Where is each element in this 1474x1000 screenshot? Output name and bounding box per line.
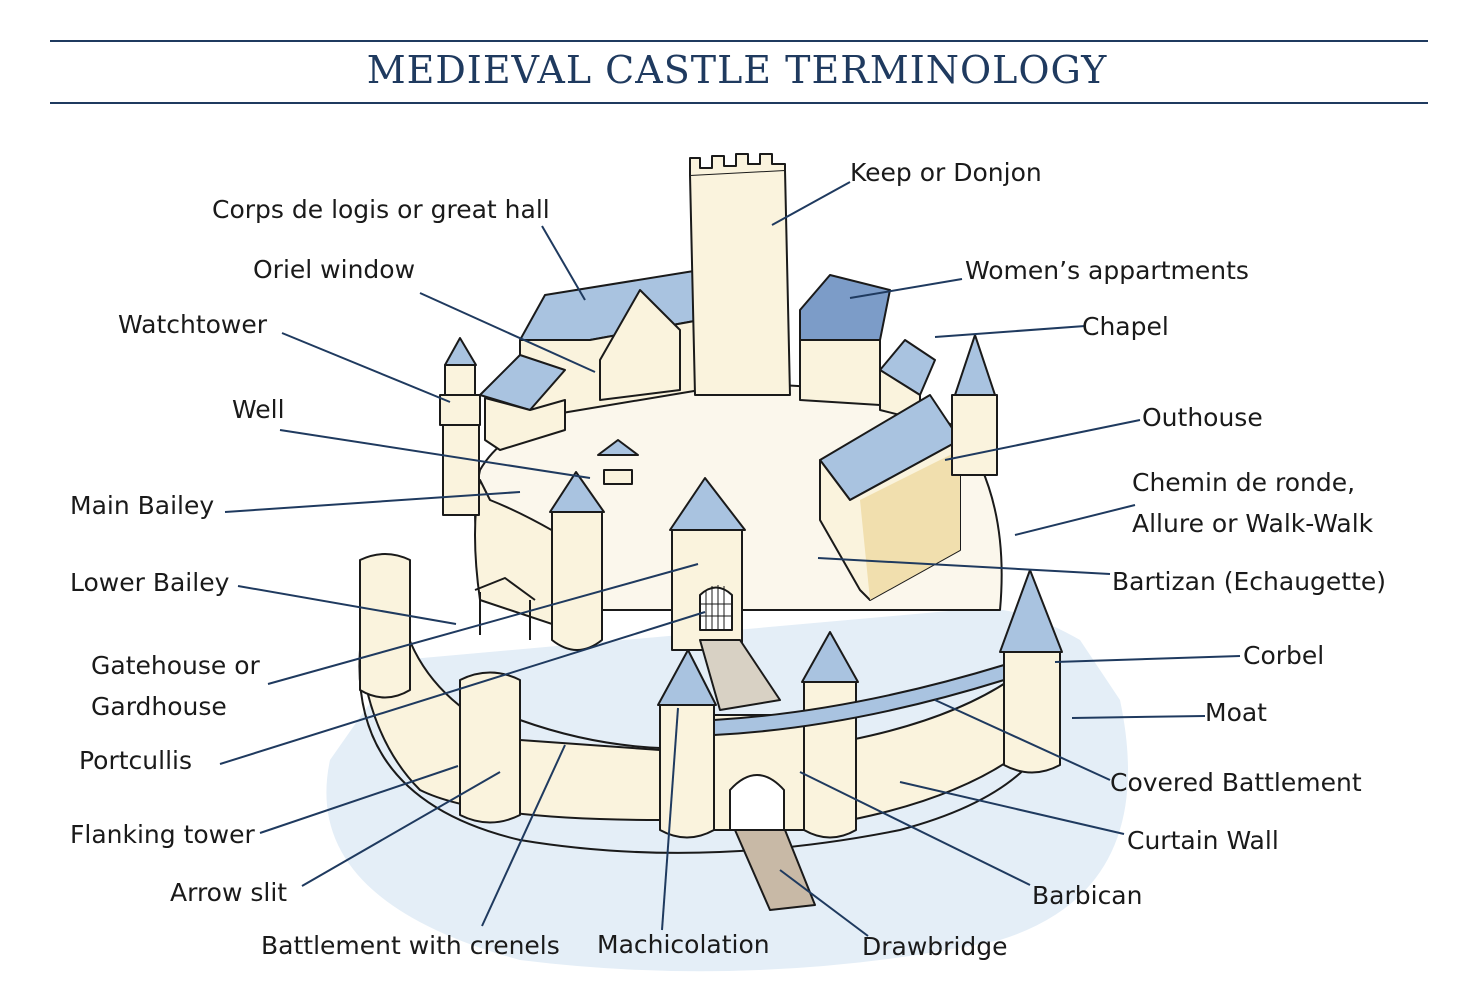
page-title: MEDIEVAL CASTLE TERMINOLOGY xyxy=(366,48,1108,92)
keep-crenels xyxy=(689,153,786,175)
label-well: Well xyxy=(232,395,285,424)
label-gatehouse-line-1: Gatehouse or xyxy=(91,651,260,680)
label-covered-battlement: Covered Battlement xyxy=(1110,768,1362,797)
keep-tower xyxy=(689,169,791,396)
label-watchtower: Watchtower xyxy=(118,310,268,339)
well-base xyxy=(603,469,633,485)
oriel-gable xyxy=(599,289,681,401)
label-lower-bailey: Lower Bailey xyxy=(70,568,230,597)
womens-roof xyxy=(799,274,891,341)
label-chemin-line-1: Chemin de ronde, xyxy=(1132,468,1356,497)
barbican-gate xyxy=(729,774,785,831)
label-womens-appartments: Women’s appartments xyxy=(965,256,1249,285)
label-battlement-with-crenels: Battlement with crenels xyxy=(261,931,560,960)
label-drawbridge: Drawbridge xyxy=(862,932,1008,961)
label-corbel: Corbel xyxy=(1243,641,1325,670)
label-curtain-wall: Curtain Wall xyxy=(1127,826,1279,855)
label-gatehouse-line-2: Gardhouse xyxy=(91,692,227,721)
inner-tower-body xyxy=(551,511,603,651)
label-keep: Keep or Donjon xyxy=(850,158,1042,187)
label-chemin-line-2: Allure or Walk-Walk xyxy=(1132,509,1374,538)
title-rule-top xyxy=(50,40,1428,42)
back-left-tower xyxy=(359,553,411,699)
curtain-wall-base xyxy=(358,649,1061,854)
label-machicolation: Machicolation xyxy=(597,930,770,959)
label-portcullis: Portcullis xyxy=(79,746,193,775)
flanking-tower xyxy=(459,671,521,824)
well-roof xyxy=(597,439,639,456)
label-moat: Moat xyxy=(1205,698,1267,727)
label-great-hall: Corps de logis or great hall xyxy=(212,195,550,224)
label-chapel: Chapel xyxy=(1082,312,1169,341)
watchtower-top xyxy=(444,364,476,396)
watchtower-body xyxy=(442,424,480,516)
label-outhouse: Outhouse xyxy=(1142,403,1263,432)
label-arrow-slit: Arrow slit xyxy=(170,878,288,907)
barbican-left-tower xyxy=(659,704,715,839)
watchtower-cone xyxy=(444,337,477,366)
title-rule-bottom xyxy=(50,102,1428,104)
front-right-cone xyxy=(999,569,1063,653)
right-tower-body xyxy=(951,394,998,476)
ramp xyxy=(699,639,781,711)
front-right-tower xyxy=(1003,651,1061,774)
portcullis xyxy=(699,586,733,631)
covered-battlement xyxy=(713,664,1005,736)
lower-bailey-shed xyxy=(474,577,536,640)
drawbridge-deck xyxy=(734,829,816,911)
front-battlement xyxy=(519,719,661,749)
label-flanking-tower: Flanking tower xyxy=(70,820,255,849)
womens-body xyxy=(799,339,881,406)
label-bartizan: Bartizan (Echaugette) xyxy=(1112,567,1387,596)
right-tower-cone xyxy=(954,334,996,396)
label-main-bailey: Main Bailey xyxy=(70,491,215,520)
label-barbican: Barbican xyxy=(1032,881,1143,910)
left-house-body xyxy=(484,397,566,451)
label-oriel-window: Oriel window xyxy=(253,255,416,284)
